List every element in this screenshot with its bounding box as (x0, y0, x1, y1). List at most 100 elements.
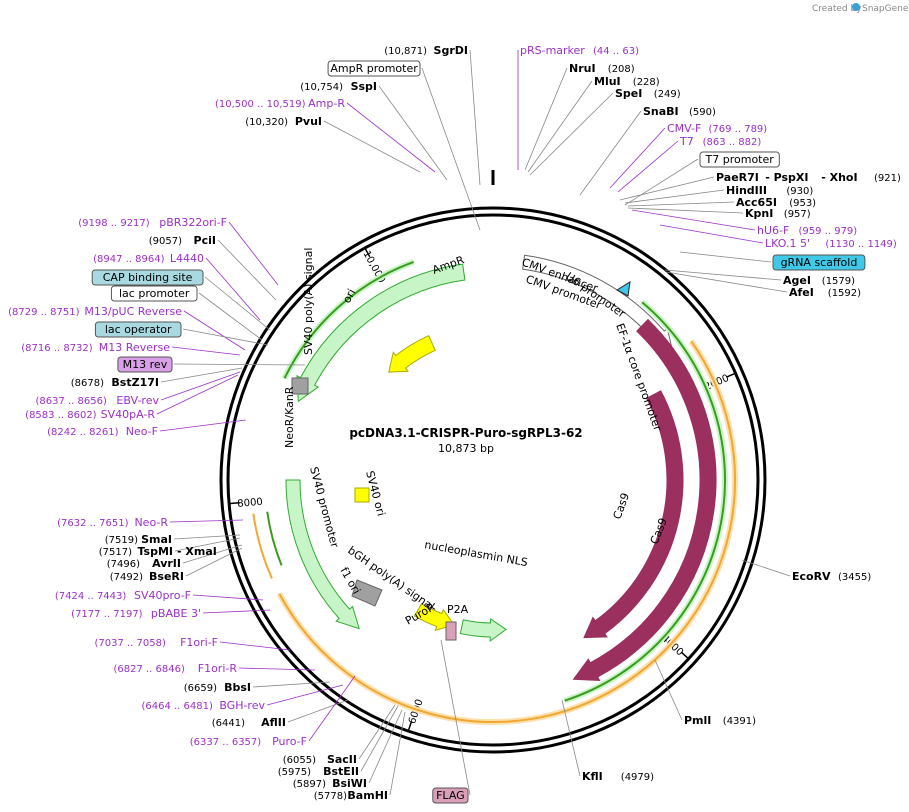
leader-line (204, 276, 271, 331)
leader-line (202, 609, 271, 614)
label-9-text: lac promoter (119, 287, 190, 300)
primer-pos: (6464 .. 6481) (141, 701, 213, 712)
enzyme-pos: (5975) (278, 767, 311, 778)
leader-line (173, 363, 306, 366)
primer-pos: (959 .. 979) (799, 226, 858, 237)
label-1-box[interactable] (327, 60, 421, 77)
enzyme-pos: (7492) (110, 572, 143, 583)
leader-line (160, 371, 241, 401)
label-9-box[interactable] (110, 285, 198, 302)
bgh-polya-shape[interactable] (351, 579, 383, 607)
enzyme-pos: (8678) (71, 378, 104, 389)
primer-pos: (7037 .. 7058) (94, 638, 166, 649)
leader-line (183, 310, 246, 351)
feature-label: SV40 poly(A) signal (302, 248, 315, 355)
primer-name: SV40pro-F (134, 589, 191, 602)
feature-label: NeoR/KanR (283, 386, 296, 448)
label-13-box[interactable] (117, 356, 173, 373)
enzyme-pos: (4391) (723, 716, 756, 727)
sv40-polya-box[interactable] (291, 377, 309, 395)
leader-line (171, 346, 241, 356)
primer-pos: (8716 .. 8732) (21, 343, 93, 354)
label-35-box[interactable] (432, 787, 469, 804)
enzyme-name: PciI (194, 234, 216, 247)
enzyme-pos: (5897) (293, 779, 326, 790)
grna-arrow[interactable] (616, 281, 631, 297)
leader-line (421, 67, 481, 231)
primer-name: SV40pA-R (101, 408, 156, 421)
leader-line (205, 257, 261, 321)
feature-arrow[interactable] (459, 618, 507, 642)
enzyme-pos: (953) (789, 198, 816, 209)
sv40-ori-box[interactable] (354, 487, 370, 503)
label-11-text: lac operator (105, 323, 172, 336)
label-8-text: CAP binding site (103, 271, 193, 284)
primer-pos: (9198 .. 9217) (78, 218, 150, 229)
leader-line (198, 292, 263, 341)
primer-name: L4440 (170, 252, 204, 265)
leader-line (358, 704, 396, 760)
label-box[interactable] (772, 254, 866, 271)
leader-line (609, 127, 666, 189)
tick-line (228, 502, 240, 505)
feature-arrow[interactable] (388, 334, 436, 373)
enzyme-pos: (957) (784, 209, 811, 220)
enzyme-name: BsiWI (332, 777, 367, 790)
leader-line (169, 519, 244, 523)
primer-name: pBABE 3' (151, 607, 201, 620)
leader-line (664, 269, 782, 281)
enzyme-pos: (921) (874, 173, 901, 184)
enzyme-pos: (10,754) (300, 82, 343, 93)
enzyme-pos: (228) (633, 77, 660, 88)
leader-line (360, 705, 399, 772)
leader-line (174, 537, 241, 552)
enzyme-pos: (10,320) (245, 117, 288, 128)
feature-arrow[interactable] (572, 318, 717, 681)
leader-line (160, 367, 243, 383)
label-box[interactable] (699, 151, 780, 168)
primer-pos: (8242 .. 8261) (47, 427, 119, 438)
primer-name: Neo-F (126, 425, 158, 438)
leader-line (287, 699, 349, 723)
plasmid-name: pcDNA3.1-CRISPR-Puro-sgRPL3-62 (349, 426, 582, 440)
enzyme-pos: (1592) (828, 288, 861, 299)
enzyme-name: BstZ17I (111, 376, 159, 389)
feature-label: SV40 promoter (307, 465, 341, 549)
feature-arrow[interactable] (285, 479, 360, 630)
leader-line (561, 699, 581, 777)
rf-line-orange (278, 340, 736, 723)
leader-line (469, 49, 481, 186)
rf-line-green-left (266, 511, 283, 566)
primer-pos: (6827 .. 6846) (113, 664, 185, 675)
leader-line (665, 271, 788, 293)
primer-name: hU6-F (757, 224, 789, 237)
enzyme-pos: (4979) (621, 772, 654, 783)
leader-line (182, 544, 243, 564)
leader-line (524, 67, 568, 171)
enzyme-name: AflII (261, 716, 286, 729)
label-11-box[interactable] (94, 321, 182, 338)
credit-text: Created by (812, 4, 862, 14)
tick-line (726, 372, 736, 378)
label-13-text: M13 rev (123, 358, 168, 371)
leader-line (741, 559, 791, 577)
feature-arrow[interactable] (413, 603, 456, 632)
feature-arrow[interactable] (296, 263, 466, 403)
primer-name: EBV-rev (116, 394, 159, 407)
rf-line-green-top (283, 261, 414, 379)
enzyme-name: AfeI (789, 286, 814, 299)
enzyme-pos: (6055) (283, 755, 316, 766)
feature-arrow[interactable] (583, 390, 684, 639)
primer-pos: (7424 .. 7443) (55, 591, 127, 602)
plasmid-size: 10,873 bp (438, 442, 494, 455)
enzyme-pos: (930) (786, 186, 813, 197)
leader-line (631, 209, 756, 231)
enzyme-name: NruI (569, 62, 596, 75)
enzyme-name: TspMI (137, 545, 173, 558)
primer-name: Amp-R (308, 97, 345, 110)
label-box-text: T7 promoter (705, 153, 775, 166)
primer-pos: (7177 .. 7197) (71, 609, 143, 620)
p2a-box[interactable] (445, 621, 457, 641)
primer-name: Neo-R (134, 516, 168, 529)
label-8-box[interactable] (91, 269, 204, 286)
